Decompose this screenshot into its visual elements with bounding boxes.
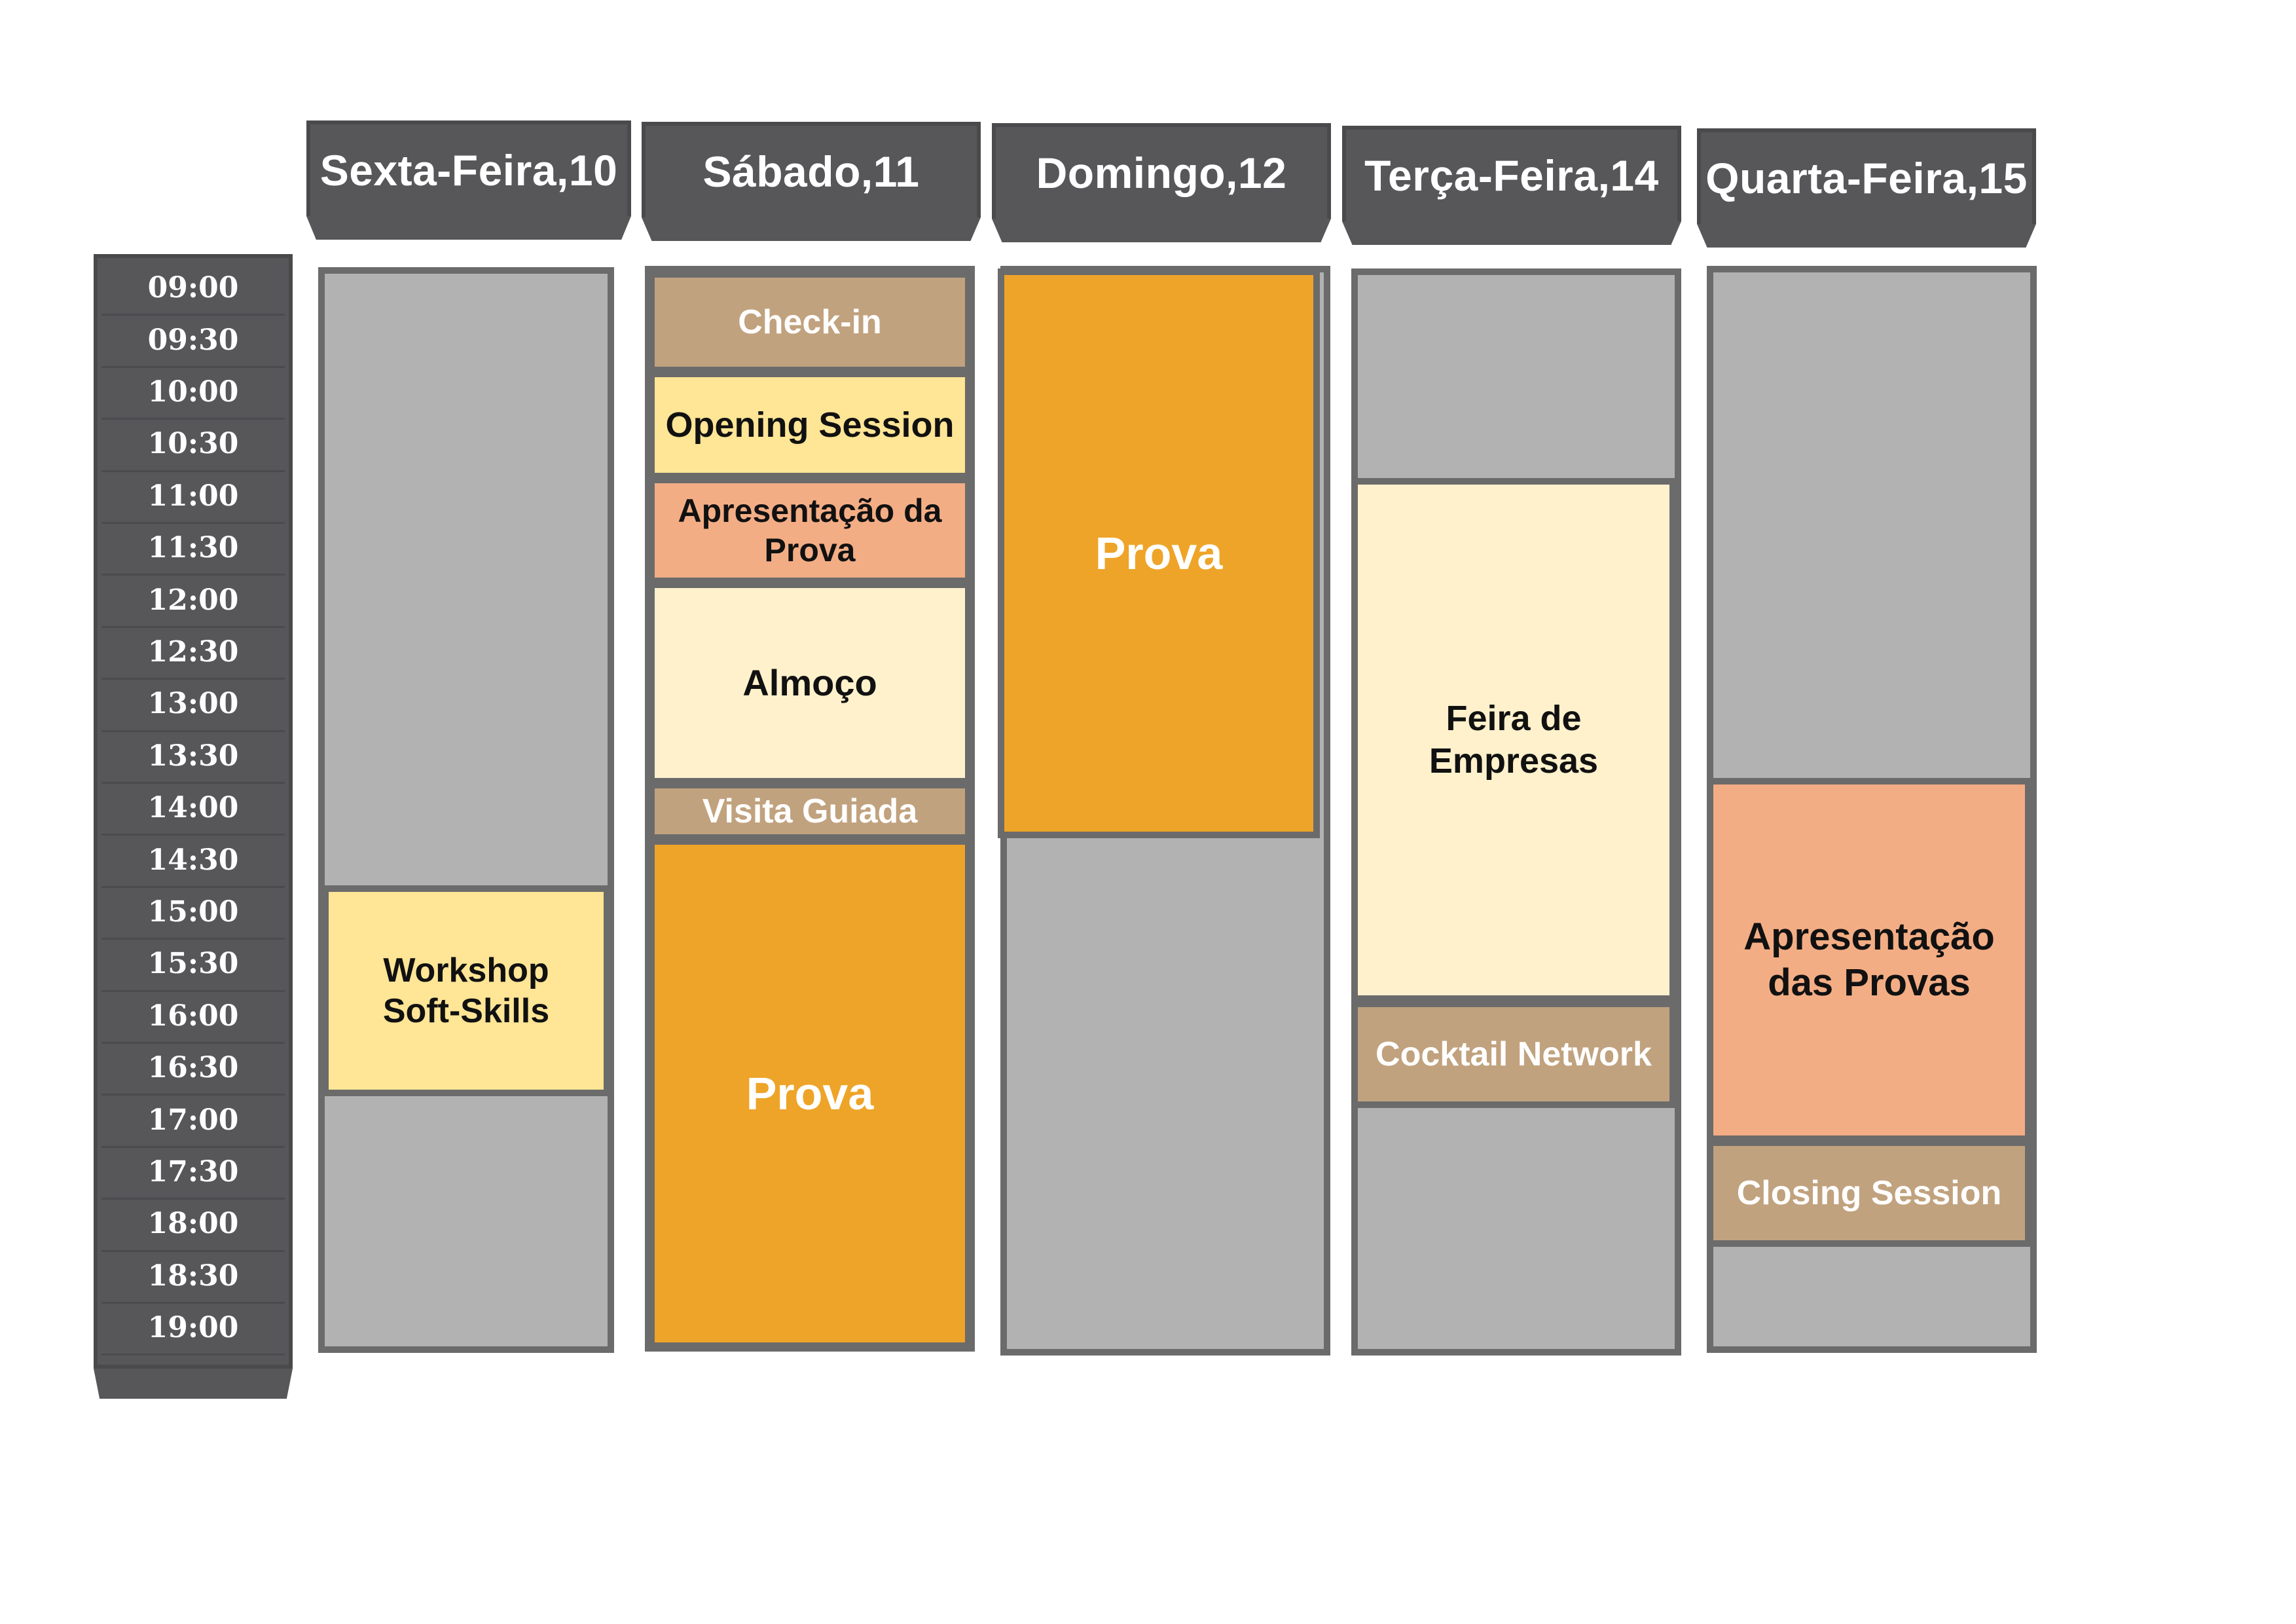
time-slot: 11:30 bbox=[101, 522, 285, 576]
time-slot: 11:00 bbox=[101, 470, 285, 524]
day-header-terca: Terça-Feira,14 bbox=[1342, 126, 1681, 221]
time-slot: 15:00 bbox=[101, 886, 285, 940]
time-slot: 13:00 bbox=[101, 678, 285, 732]
event-apresentacao-da-prova: Apresentação da Prova bbox=[648, 477, 972, 584]
time-slot: 18:00 bbox=[101, 1198, 285, 1252]
event-cocktail-network: Cocktail Network bbox=[1351, 1001, 1676, 1108]
day-header-foot bbox=[306, 216, 631, 240]
event-prova-domingo: Prova bbox=[998, 268, 1320, 838]
time-slot: 10:00 bbox=[101, 366, 285, 420]
time-slot: 14:00 bbox=[101, 782, 285, 836]
event-almoco: Almoço bbox=[648, 581, 972, 784]
event-workshop-soft-skills: Workshop Soft-Skills bbox=[322, 885, 610, 1096]
day-header-foot bbox=[642, 217, 981, 241]
day-header-domingo: Domingo,12 bbox=[992, 123, 1331, 219]
time-slot: 12:00 bbox=[101, 574, 285, 628]
event-feira-de-empresas: Feira de Empresas bbox=[1351, 478, 1676, 1002]
time-slot: 14:30 bbox=[101, 834, 285, 888]
time-slot: 17:00 bbox=[101, 1094, 285, 1148]
day-header-quarta: Quarta-Feira,15 bbox=[1697, 128, 2036, 224]
day-header-sexta: Sexta-Feira,10 bbox=[306, 120, 631, 216]
event-visita-guiada: Visita Guiada bbox=[648, 782, 972, 841]
time-column-foot bbox=[94, 1369, 293, 1399]
event-check-in: Check-in bbox=[648, 271, 972, 373]
day-column-sexta bbox=[318, 267, 614, 1353]
event-closing-session: Closing Session bbox=[1707, 1139, 2032, 1247]
day-header-foot bbox=[992, 219, 1331, 242]
day-header-sabado: Sábado,11 bbox=[642, 122, 981, 217]
time-slot: 10:30 bbox=[101, 418, 285, 472]
time-slot: 18:30 bbox=[101, 1250, 285, 1304]
time-slot: 12:30 bbox=[101, 626, 285, 680]
time-slot: 13:30 bbox=[101, 730, 285, 784]
event-opening-session: Opening Session bbox=[648, 371, 972, 479]
time-slot: 09:00 bbox=[101, 262, 285, 316]
time-slot: 19:00 bbox=[101, 1302, 285, 1356]
event-apresentacao-das-provas: Apresentação das Provas bbox=[1707, 778, 2032, 1142]
time-slot: 15:30 bbox=[101, 938, 285, 992]
time-slot: 16:00 bbox=[101, 990, 285, 1044]
event-prova-sabado: Prova bbox=[648, 838, 972, 1349]
time-slot: 16:30 bbox=[101, 1042, 285, 1096]
day-header-foot bbox=[1342, 221, 1681, 245]
time-slot: 09:30 bbox=[101, 314, 285, 368]
day-header-foot bbox=[1697, 224, 2036, 248]
time-slot: 17:30 bbox=[101, 1146, 285, 1200]
